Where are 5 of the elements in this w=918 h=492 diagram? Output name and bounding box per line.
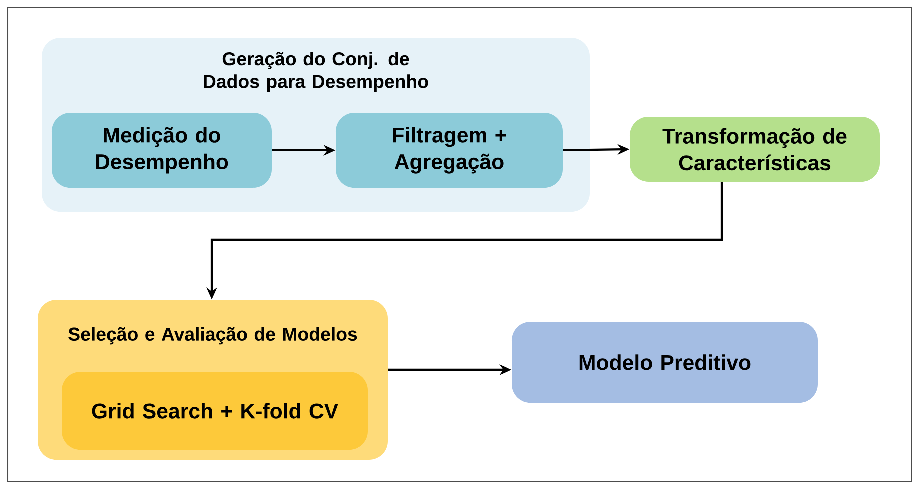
process-box: Grid Search + K-fold CV	[62, 372, 368, 450]
process-box: Filtragem + Agregação	[336, 113, 563, 188]
process-box: Transformação de Características	[630, 117, 880, 182]
process-box: Modelo Preditivo	[512, 322, 818, 403]
process-box: Medição do Desempenho	[52, 113, 272, 188]
